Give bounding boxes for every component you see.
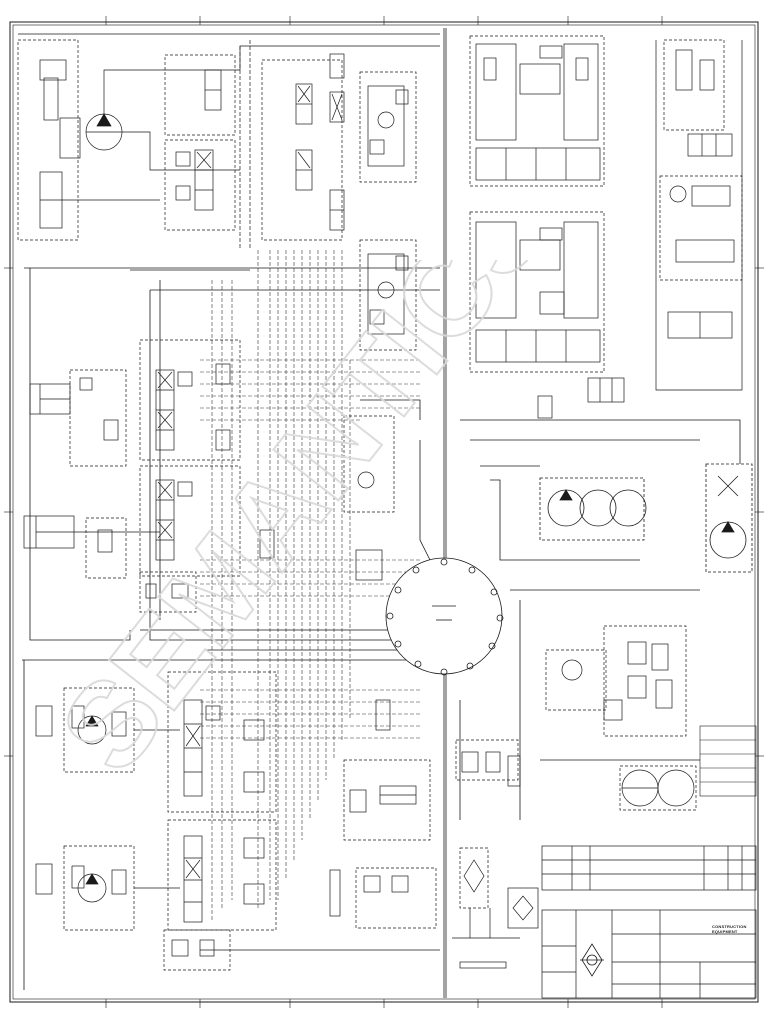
pilot-valve-column xyxy=(261,53,417,351)
sheet-border xyxy=(4,16,764,1008)
horizontal-line-bundle xyxy=(200,359,420,739)
pilot-pump-group xyxy=(545,625,697,811)
main-valve-stack-upper xyxy=(139,339,241,613)
company-logo-icon xyxy=(580,943,604,977)
right-upper-valve-block xyxy=(469,35,625,419)
center-swivel-joint xyxy=(385,557,504,676)
swing-motor-circuit xyxy=(35,687,180,931)
main-pump-group xyxy=(459,419,753,820)
tank-return-circuit xyxy=(452,739,539,969)
title-block xyxy=(541,909,757,999)
main-valve-stack-lower xyxy=(163,671,277,971)
pump-control-group xyxy=(17,39,440,250)
sheet-dividers xyxy=(18,28,447,998)
right-upper-pilot-block xyxy=(655,39,743,391)
notes-table xyxy=(699,725,757,797)
revision-block xyxy=(541,845,757,891)
lift-cylinder-circuit xyxy=(23,369,160,579)
pilot-controller-lower xyxy=(259,415,437,929)
title-block-company-name: CONSTRUCTION EQUIPMENT xyxy=(712,924,747,934)
